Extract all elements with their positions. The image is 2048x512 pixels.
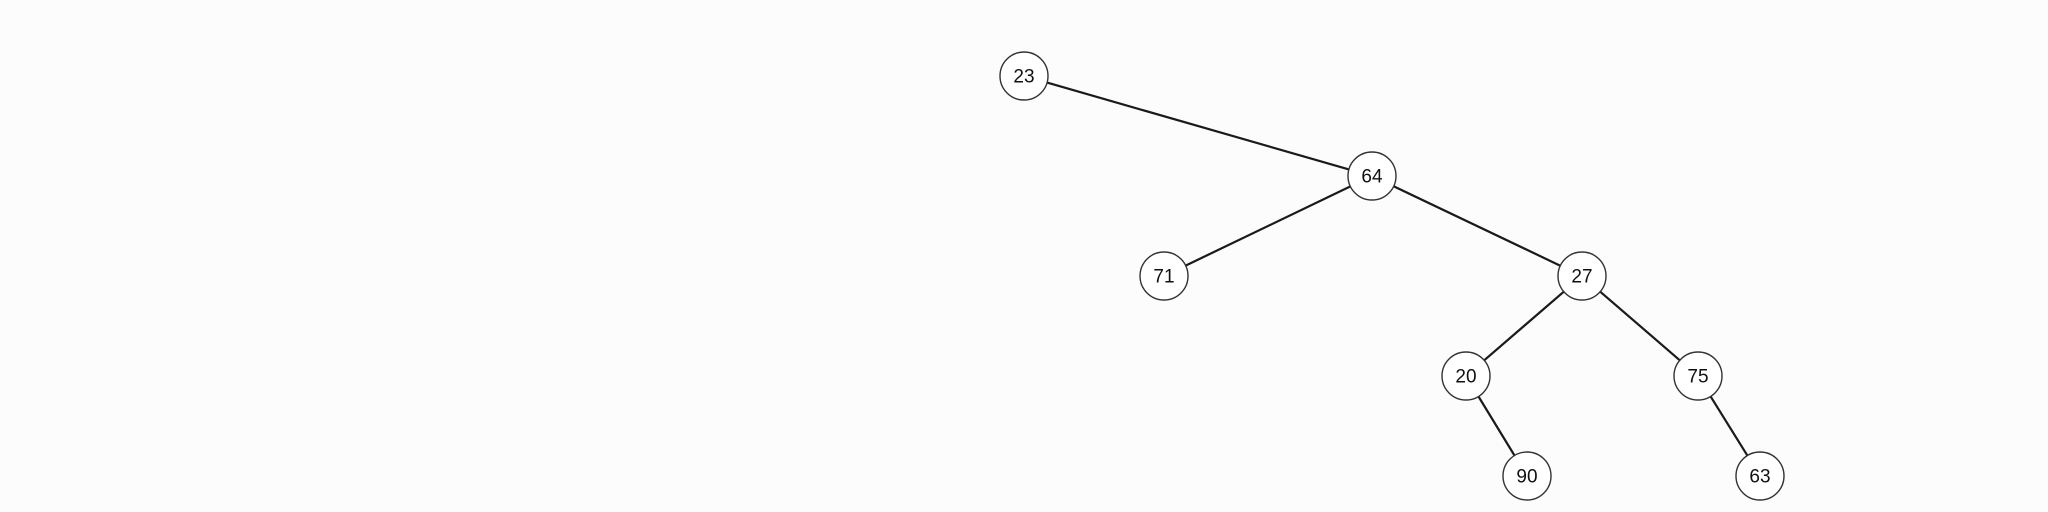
- node-circle: [1735, 451, 1785, 501]
- tree-edge: [1599, 290, 1681, 362]
- tree-edge: [1477, 395, 1516, 457]
- tree-node: 20: [1441, 351, 1491, 401]
- tree-edge: [1045, 81, 1351, 171]
- tree-edge: [1184, 185, 1352, 267]
- tree-node: 63: [1735, 451, 1785, 501]
- tree-edges: [1045, 81, 1749, 457]
- node-label: 64: [1361, 167, 1383, 188]
- node-circle: [1347, 151, 1397, 201]
- tree-node: 75: [1673, 351, 1723, 401]
- node-label: 27: [1571, 267, 1592, 288]
- tree-node: 71: [1139, 251, 1189, 301]
- node-circle: [999, 51, 1049, 101]
- tree-node: 64: [1347, 151, 1397, 201]
- node-label: 23: [1013, 67, 1034, 88]
- tree-node: 23: [999, 51, 1049, 101]
- tree-nodes: 23 64 71 27 20 75 90 63: [999, 51, 1785, 501]
- tree-node: 27: [1557, 251, 1607, 301]
- node-label: 63: [1749, 467, 1770, 488]
- tree-node: 90: [1502, 451, 1552, 501]
- node-circle: [1139, 251, 1189, 301]
- tree-edge: [1709, 395, 1749, 457]
- node-circle: [1502, 451, 1552, 501]
- node-label: 90: [1516, 467, 1537, 488]
- node-label: 75: [1687, 367, 1708, 388]
- node-circle: [1557, 251, 1607, 301]
- node-label: 71: [1153, 267, 1174, 288]
- node-circle: [1441, 351, 1491, 401]
- node-circle: [1673, 351, 1723, 401]
- tree-edge: [1392, 185, 1562, 267]
- tree-edge: [1483, 290, 1565, 362]
- node-label: 20: [1455, 367, 1476, 388]
